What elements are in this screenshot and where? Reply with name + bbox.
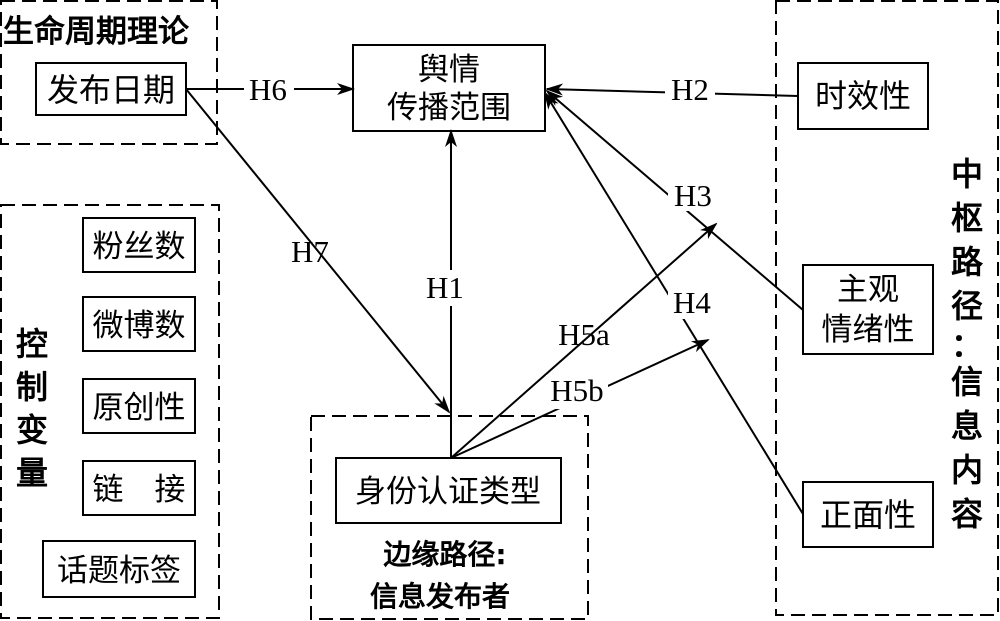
positivity-label: 正面性: [820, 497, 916, 533]
arrow-h7: [185, 88, 451, 414]
central-title-char: 中: [951, 155, 983, 193]
label-h4: H4: [673, 285, 711, 320]
subjective-emotion-label-line1: 主观: [837, 272, 899, 307]
spread-scope-label-line1: 舆情: [418, 52, 480, 87]
label-h3: H3: [674, 178, 712, 213]
central-route-group: [775, 0, 999, 616]
control-box-originality: [82, 378, 196, 434]
control-box-link: [82, 460, 196, 516]
central-route-title: 中 枢 路 径 ： 信 息 内 容: [951, 155, 984, 533]
control-label-followers: 粉丝数: [93, 229, 186, 264]
control-label-topic-tag: 话题标签: [57, 553, 181, 588]
control-box-topic-tag: [42, 540, 196, 598]
control-variables-group: [0, 204, 220, 619]
label-bg-h3: [668, 181, 718, 211]
arrow-h5a: [450, 222, 718, 459]
release-date-box: [35, 62, 187, 116]
label-h5b: H5b: [550, 373, 603, 408]
label-bg-h4: [668, 289, 718, 319]
control-label-posts: 微博数: [93, 308, 186, 343]
control-label-link: 链 接: [93, 472, 186, 507]
central-title-char: 径: [951, 287, 983, 325]
central-title-char: 容: [951, 495, 983, 533]
subjective-emotion-box: [802, 264, 934, 355]
identity-type-box: [335, 457, 562, 524]
label-h7: H7: [291, 234, 329, 269]
control-title-char: 控: [16, 325, 48, 363]
control-label-originality: 原创性: [93, 390, 186, 425]
label-h1: H1: [426, 270, 464, 305]
positivity-box: [802, 481, 934, 548]
label-h6: H6: [249, 72, 287, 107]
central-title-char: 息: [951, 407, 983, 445]
subjective-emotion-label-line2: 情绪性: [822, 312, 915, 347]
life-cycle-group: [0, 0, 218, 145]
central-title-char: 信: [951, 363, 983, 401]
label-bg-h1: [420, 270, 470, 306]
label-bg-h6: [244, 73, 294, 105]
peripheral-route-title-line1: 边缘路径:: [383, 538, 506, 571]
label-h5a: H5a: [558, 317, 610, 352]
label-h2: H2: [671, 72, 709, 107]
spread-scope-box: [352, 44, 546, 132]
peripheral-route-group: [310, 415, 589, 620]
control-title-char: 量: [16, 454, 48, 492]
timeliness-box: [797, 62, 929, 130]
label-bg-h2: [665, 74, 715, 106]
timeliness-label: 时效性: [815, 78, 911, 114]
control-variables-title: 控 制 变 量: [16, 325, 48, 492]
spread-scope-label-line2: 传播范围: [387, 90, 511, 125]
release-date-label: 发布日期: [47, 72, 175, 108]
label-bg-h5b: [546, 375, 608, 409]
control-box-followers: [82, 217, 196, 273]
central-title-char: 路: [951, 243, 984, 281]
peripheral-route-title-line2: 信息发布者: [370, 580, 510, 613]
central-title-char: ：: [951, 326, 983, 364]
central-title-char: 内: [951, 451, 983, 489]
control-box-posts: [82, 296, 196, 352]
life-cycle-title: 生命周期理论: [3, 14, 190, 50]
control-title-char: 变: [16, 411, 48, 449]
identity-type-label: 身份认证类型: [355, 474, 541, 509]
control-title-char: 制: [16, 368, 48, 406]
central-title-char: 枢: [951, 199, 983, 237]
